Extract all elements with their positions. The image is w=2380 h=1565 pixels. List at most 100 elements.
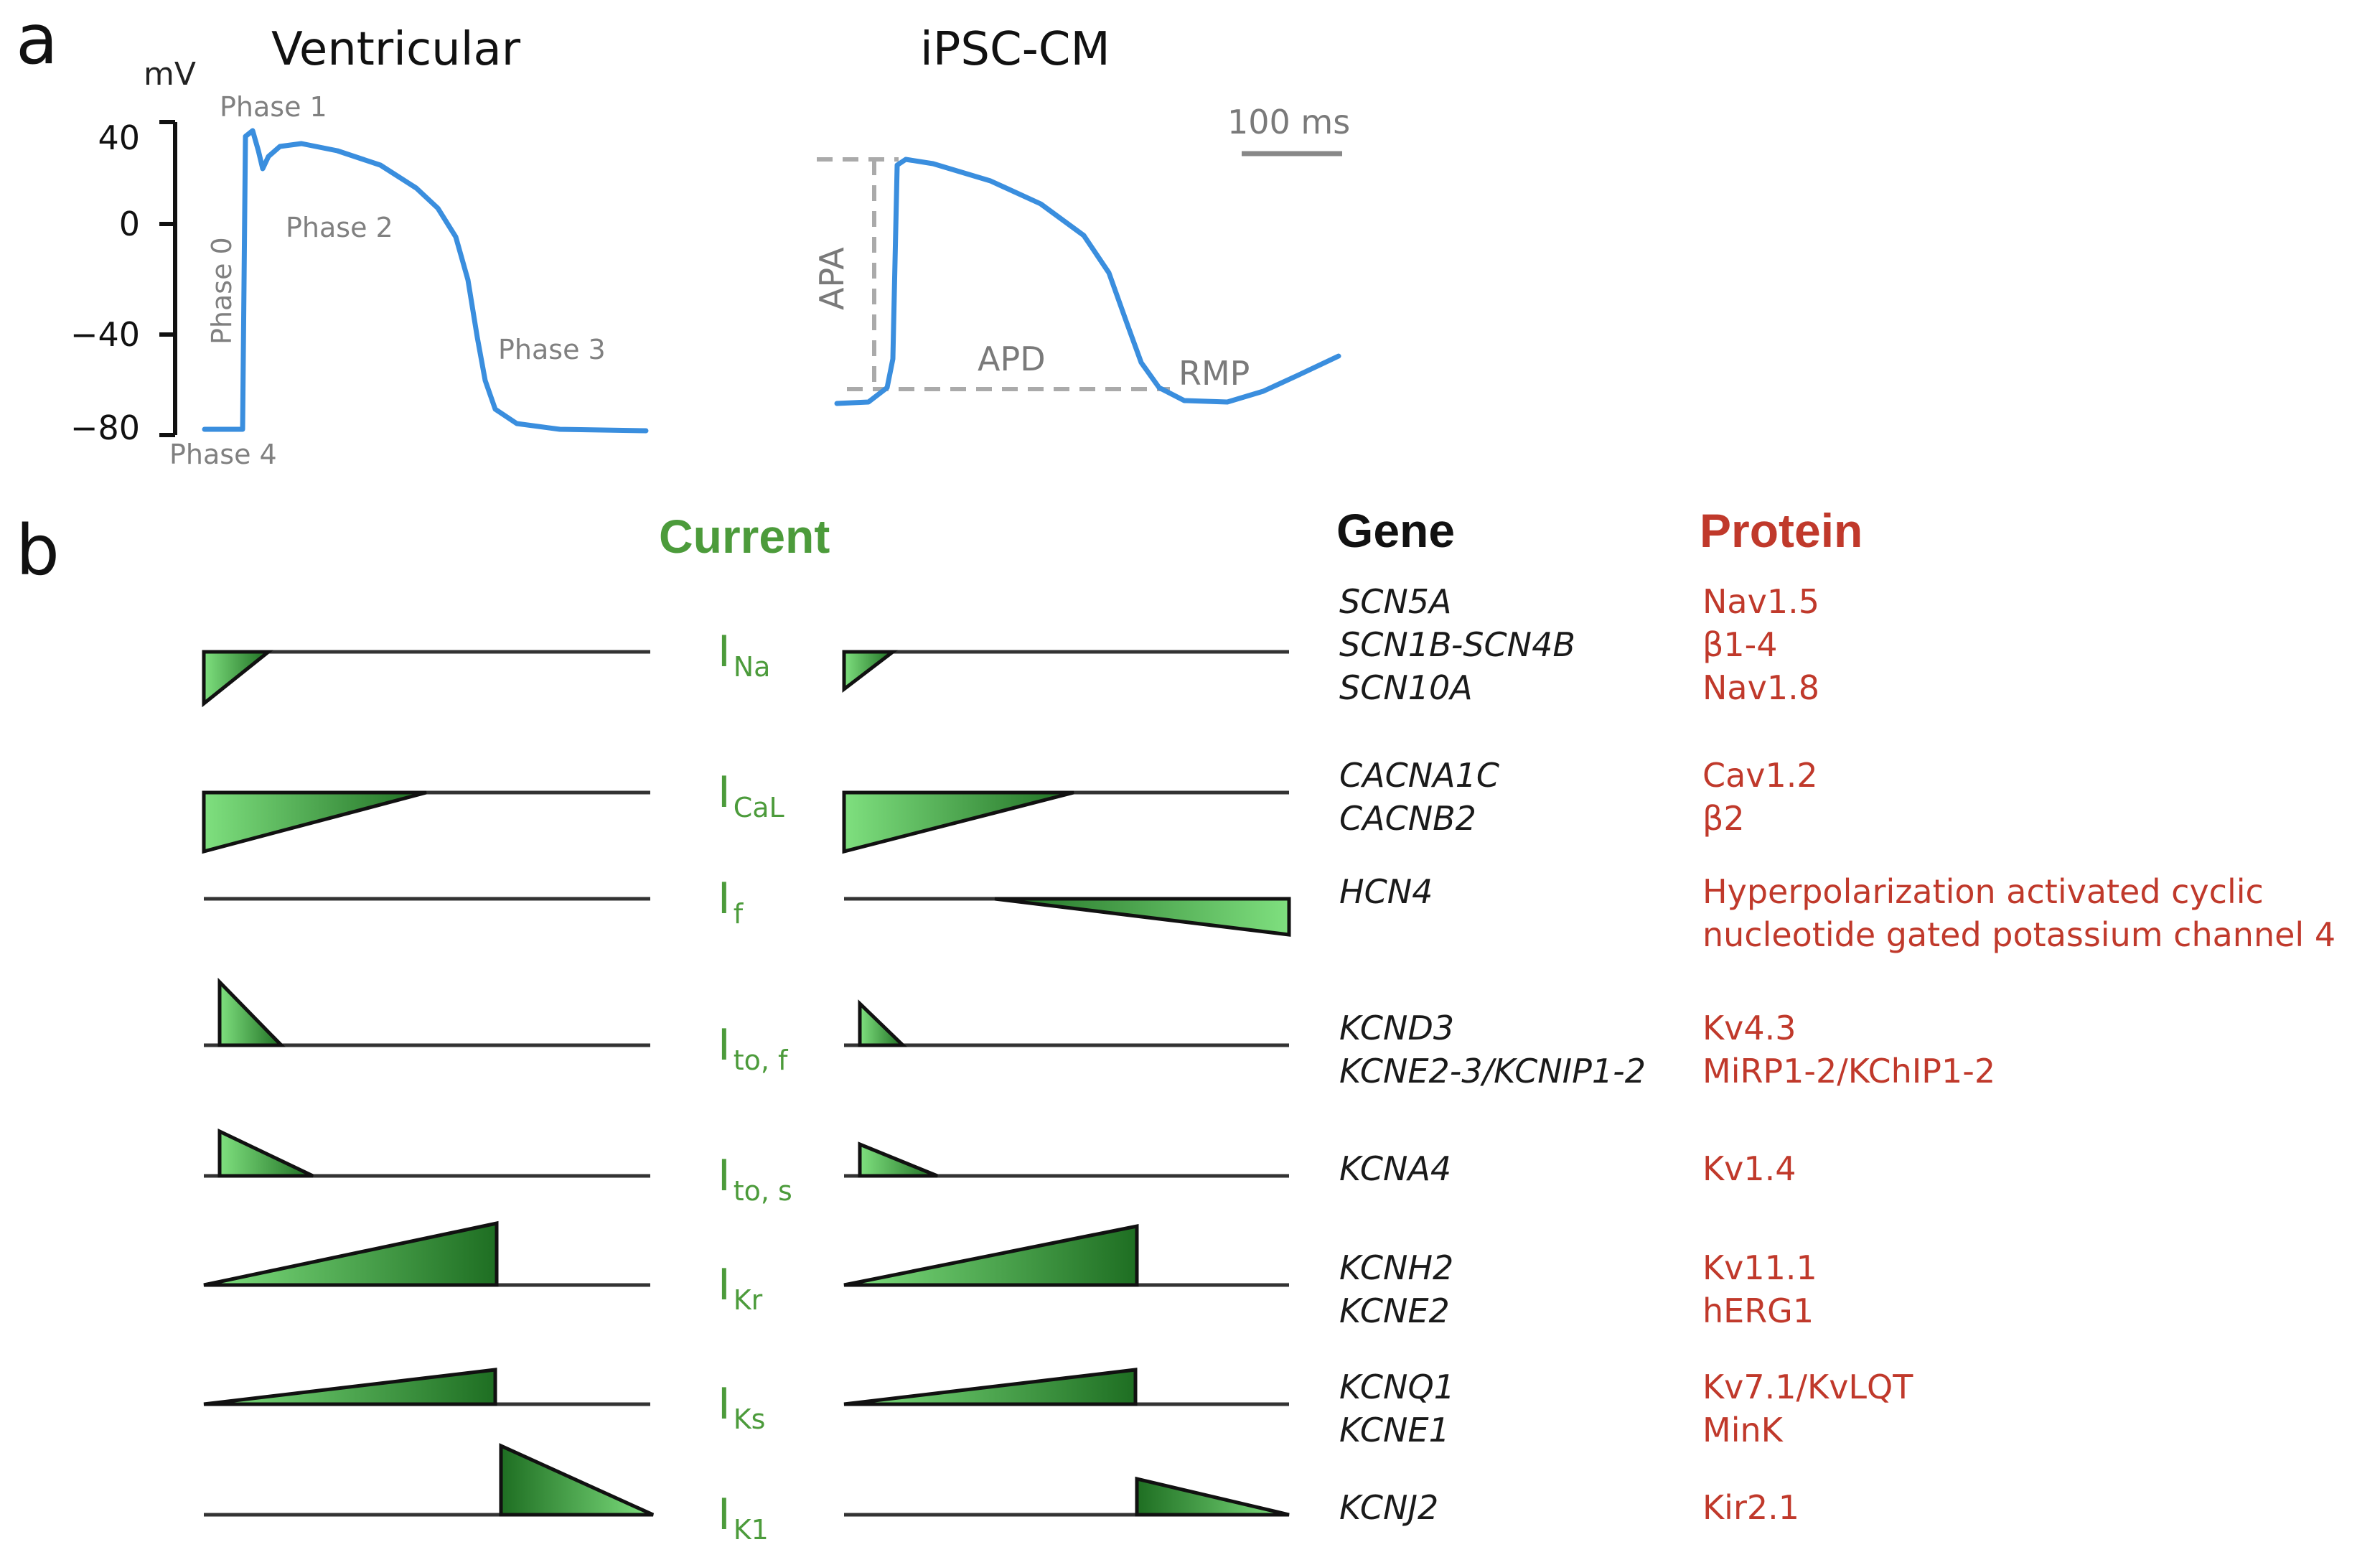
ipsc-current-triangle bbox=[858, 999, 908, 1047]
protein-name: β2 bbox=[1702, 799, 1745, 838]
gene-name: KCNE1 bbox=[1339, 1411, 1450, 1449]
protein-name: Kv4.3 bbox=[1702, 1009, 1796, 1047]
current-label-sub: to, f bbox=[734, 1045, 789, 1076]
ventricular-current-triangle bbox=[217, 1129, 314, 1178]
current-label-main: I bbox=[718, 1020, 731, 1070]
gene-name: SCN1B-SCN4B bbox=[1339, 625, 1575, 664]
protein-name: hERG1 bbox=[1702, 1291, 1814, 1330]
ventricular-current-triangle bbox=[499, 1443, 655, 1517]
current-label-main: I bbox=[718, 1151, 731, 1201]
ventricular-current-triangle bbox=[203, 1368, 497, 1406]
gene-name: KCNE2 bbox=[1339, 1291, 1450, 1330]
ventricular-current-triangle bbox=[202, 790, 427, 854]
gene-name: CACNB2 bbox=[1339, 799, 1476, 838]
voltage-unit: mV bbox=[144, 56, 196, 93]
ventricular-current-triangle bbox=[217, 977, 286, 1047]
phase-2-label: Phase 2 bbox=[286, 212, 393, 243]
phase-0-label: Phase 0 bbox=[206, 237, 238, 345]
gene-name: SCN5A bbox=[1339, 582, 1451, 621]
tick-label-40: 40 bbox=[98, 118, 140, 157]
current-label-sub: Ks bbox=[734, 1403, 766, 1435]
protein-name: Nav1.8 bbox=[1702, 668, 1819, 707]
protein-name: Nav1.5 bbox=[1702, 582, 1819, 621]
ipsc-current-triangle bbox=[842, 650, 899, 693]
protein-name: Hyperpolarization activated cyclic bbox=[1702, 872, 2264, 911]
gene-name: KCNH2 bbox=[1339, 1248, 1453, 1287]
gene-name: KCNE2-3/KCNIP1-2 bbox=[1339, 1052, 1646, 1090]
current-label-sub: to, s bbox=[734, 1175, 792, 1207]
ipsc-current-triangle bbox=[843, 1368, 1138, 1406]
protein-name: Kv11.1 bbox=[1702, 1248, 1817, 1287]
ipsc-title: iPSC-CM bbox=[920, 23, 1110, 76]
current-label-main: I bbox=[718, 767, 731, 818]
phase-4-label: Phase 4 bbox=[169, 439, 277, 470]
protein-name: β1-4 bbox=[1702, 625, 1778, 664]
ventricular-current-triangle bbox=[203, 1220, 499, 1287]
tick-label-0: 0 bbox=[119, 205, 140, 243]
panel-a-letter: a bbox=[16, 0, 58, 80]
gene-header: Gene bbox=[1336, 504, 1455, 557]
ventricular-ap: Ventricular mV 40 0 −40 −80 Phase 1 Phas… bbox=[70, 23, 649, 470]
current-label-main: I bbox=[718, 874, 731, 924]
panel-b-letter: b bbox=[16, 510, 60, 591]
protein-name: MinK bbox=[1702, 1411, 1784, 1449]
current-header: Current bbox=[659, 510, 830, 563]
current-label-main: I bbox=[718, 1260, 731, 1310]
current-label-main: I bbox=[718, 1490, 731, 1540]
current-label-main: I bbox=[718, 627, 731, 677]
gene-name: KCND3 bbox=[1339, 1009, 1454, 1047]
ipsc-current-triangle bbox=[858, 1141, 938, 1178]
current-label-sub: f bbox=[734, 898, 744, 930]
tick-label-minus40: −40 bbox=[70, 315, 140, 354]
protein-header: Protein bbox=[1700, 504, 1863, 557]
tick-label-minus80: −80 bbox=[70, 408, 140, 447]
protein-name: MiRP1-2/KChIP1-2 bbox=[1702, 1052, 1995, 1090]
gene-name: KCNJ2 bbox=[1339, 1488, 1438, 1527]
scale-bar-label: 100 ms bbox=[1227, 103, 1350, 141]
ipsc-current-triangle bbox=[843, 1223, 1139, 1287]
ipsc-trace bbox=[834, 156, 1341, 406]
phase-3-label: Phase 3 bbox=[498, 334, 606, 365]
apa-label: APA bbox=[812, 247, 851, 310]
ipsc-ap: iPSC-CM 100 ms APA APD RMP bbox=[812, 23, 1350, 406]
gene-name: KCNQ1 bbox=[1339, 1368, 1455, 1406]
ipsc-current-triangle bbox=[994, 897, 1291, 937]
current-label-sub: Na bbox=[734, 651, 771, 683]
current-label-sub: Kr bbox=[734, 1284, 763, 1316]
current-label-sub: CaL bbox=[734, 792, 784, 823]
protein-name: Cav1.2 bbox=[1702, 756, 1818, 795]
ventricular-trace bbox=[202, 128, 649, 434]
ipsc-current-triangle bbox=[842, 790, 1074, 854]
ventricular-title: Ventricular bbox=[271, 23, 521, 76]
protein-name: Kv7.1/KvLQT bbox=[1702, 1368, 1913, 1406]
current-label-sub: K1 bbox=[734, 1514, 769, 1546]
phase-1-label: Phase 1 bbox=[220, 91, 327, 123]
current-label-main: I bbox=[718, 1379, 731, 1429]
protein-name: nucleotide gated potassium channel 4 bbox=[1702, 915, 2336, 954]
gene-name: SCN10A bbox=[1339, 668, 1473, 707]
protein-name: Kir2.1 bbox=[1702, 1488, 1799, 1527]
panel-a: a Ventricular mV 40 0 −40 −80 Phase 1 Ph… bbox=[16, 0, 1350, 470]
apd-label: APD bbox=[978, 340, 1046, 378]
gene-name: KCNA4 bbox=[1339, 1149, 1451, 1188]
protein-name: Kv1.4 bbox=[1702, 1149, 1796, 1188]
gene-name: HCN4 bbox=[1339, 872, 1433, 911]
ventricular-current-triangle bbox=[202, 650, 274, 708]
